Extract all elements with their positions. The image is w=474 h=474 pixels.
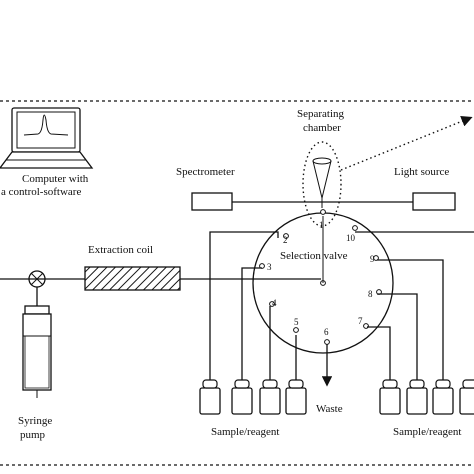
spectrometer-label: Spectrometer bbox=[176, 166, 235, 178]
tube-port7 bbox=[367, 326, 391, 385]
separating-chamber-label-line1: Separating bbox=[297, 108, 345, 120]
signal-arrow bbox=[340, 115, 473, 171]
waste-label: Waste bbox=[316, 403, 343, 415]
sample-vial bbox=[459, 379, 474, 415]
valve-port-label-7: 7 bbox=[358, 316, 363, 326]
sample-reagent-left-label: Sample/reagent bbox=[211, 426, 279, 438]
valve-port-4 bbox=[269, 301, 275, 307]
valve-port-9 bbox=[373, 255, 379, 261]
sample-reagent-right-label: Sample/reagent bbox=[393, 426, 461, 438]
separating-chamber-outline bbox=[302, 141, 342, 227]
syringe-valve-cross-b bbox=[30, 272, 44, 286]
light-source-box bbox=[412, 192, 456, 211]
extraction-coil-label: Extraction coil bbox=[88, 244, 153, 256]
valve-port-label-9: 9 bbox=[370, 254, 375, 264]
syringe-label-line2: pump bbox=[20, 429, 46, 441]
valve-ports: 1 2 3 4 5 6 7 8 9 10 bbox=[259, 209, 382, 345]
sample-vial bbox=[199, 379, 221, 415]
valve-port-5 bbox=[293, 327, 299, 333]
tube-port8 bbox=[377, 293, 418, 385]
separating-chamber-label-line2: chamber bbox=[303, 122, 341, 134]
valve-port-label-4: 4 bbox=[272, 298, 277, 308]
extraction-coil bbox=[84, 266, 181, 291]
valve-port-7 bbox=[363, 323, 369, 329]
spectrometer-box bbox=[191, 192, 233, 211]
sample-vial bbox=[259, 379, 281, 415]
sample-vial bbox=[285, 379, 307, 415]
separating-chamber-icon bbox=[312, 157, 332, 208]
computer-label-line2: a control-software bbox=[1, 186, 81, 198]
valve-port-label-5: 5 bbox=[294, 317, 299, 327]
valve-port-label-10: 10 bbox=[346, 233, 356, 243]
selection-valve-label: Selection valve bbox=[280, 250, 348, 262]
valve-port-1 bbox=[320, 209, 326, 215]
tube-port2 bbox=[209, 231, 279, 385]
sample-vial bbox=[432, 379, 454, 415]
sample-vials bbox=[199, 379, 474, 415]
tube-port9 bbox=[377, 259, 444, 385]
valve-port-label-2: 2 bbox=[283, 235, 288, 245]
valve-port-label-8: 8 bbox=[368, 289, 373, 299]
valve-port-2 bbox=[283, 233, 289, 239]
valve-port-label-3: 3 bbox=[267, 262, 272, 272]
tube-port3 bbox=[241, 267, 262, 385]
syringe-pump-icon bbox=[22, 305, 52, 398]
syringe-label-line1: Syringe bbox=[18, 415, 52, 427]
sample-vial bbox=[231, 379, 253, 415]
valve-port-6 bbox=[324, 339, 330, 345]
valve-port-label-1: 1 bbox=[319, 220, 324, 230]
sample-vial bbox=[406, 379, 428, 415]
computer-icon bbox=[0, 107, 94, 169]
valve-port-10 bbox=[352, 225, 358, 231]
light-source-label: Light source bbox=[394, 166, 449, 178]
computer-label-line1: Computer with bbox=[22, 173, 89, 185]
valve-center bbox=[320, 280, 326, 286]
valve-port-label-6: 6 bbox=[324, 327, 329, 337]
sample-vial bbox=[379, 379, 401, 415]
